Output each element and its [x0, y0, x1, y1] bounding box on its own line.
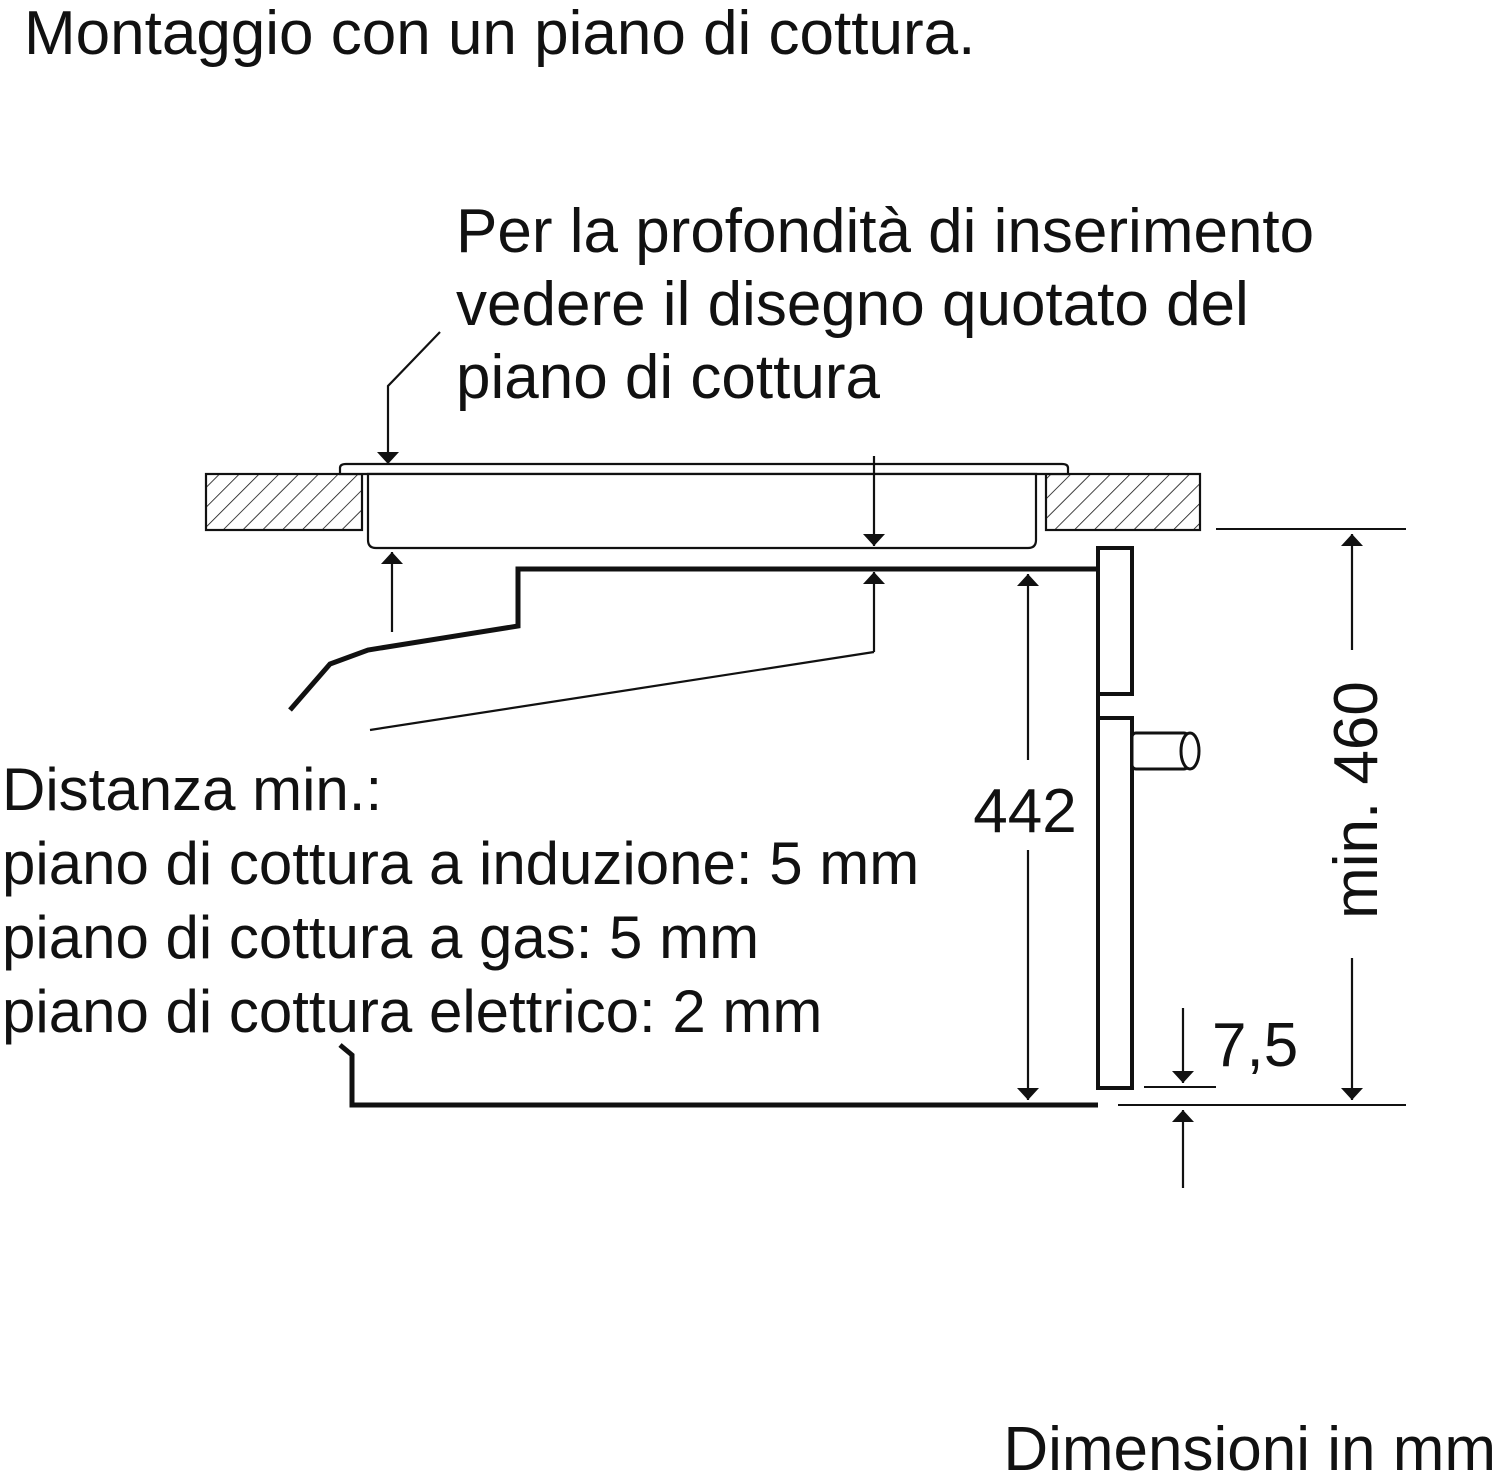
units-note: Dimensioni in mm: [1003, 1415, 1496, 1479]
distance-electric: piano di cottura elettrico: 2 mm: [2, 978, 822, 1045]
cooktop-body: [366, 472, 1038, 550]
oven-front-upper: [1096, 546, 1134, 696]
note-leader-line: [377, 331, 441, 464]
worktop-right: [1044, 472, 1202, 532]
page-title: Montaggio con un piano di cottura.: [24, 0, 975, 68]
oven-door: [1096, 716, 1134, 1090]
cooktop-glass: [338, 462, 1070, 476]
distance-induction: piano di cottura a induzione: 5 mm: [2, 830, 919, 897]
door-handle-end: [1179, 731, 1201, 771]
depth-note-line-1: Per la profondità di inserimento: [456, 197, 1314, 266]
depth-note-line-2: vedere il disegno quotato del: [456, 270, 1249, 339]
worktop-left: [204, 472, 364, 532]
gap-leader-line: [369, 650, 875, 732]
depth-note-line-3: piano di cottura: [456, 343, 880, 412]
dim-442-label: 442: [973, 777, 1076, 846]
distance-gas: piano di cottura a gas: 5 mm: [2, 904, 759, 971]
dim-460-label: min. 460: [1322, 681, 1391, 919]
oven-top-outline: [288, 566, 1098, 712]
oven-bottom-outline: [338, 1043, 1098, 1108]
dim-offset-label: 7,5: [1212, 1011, 1298, 1080]
distance-heading: Distanza min.:: [2, 756, 382, 823]
